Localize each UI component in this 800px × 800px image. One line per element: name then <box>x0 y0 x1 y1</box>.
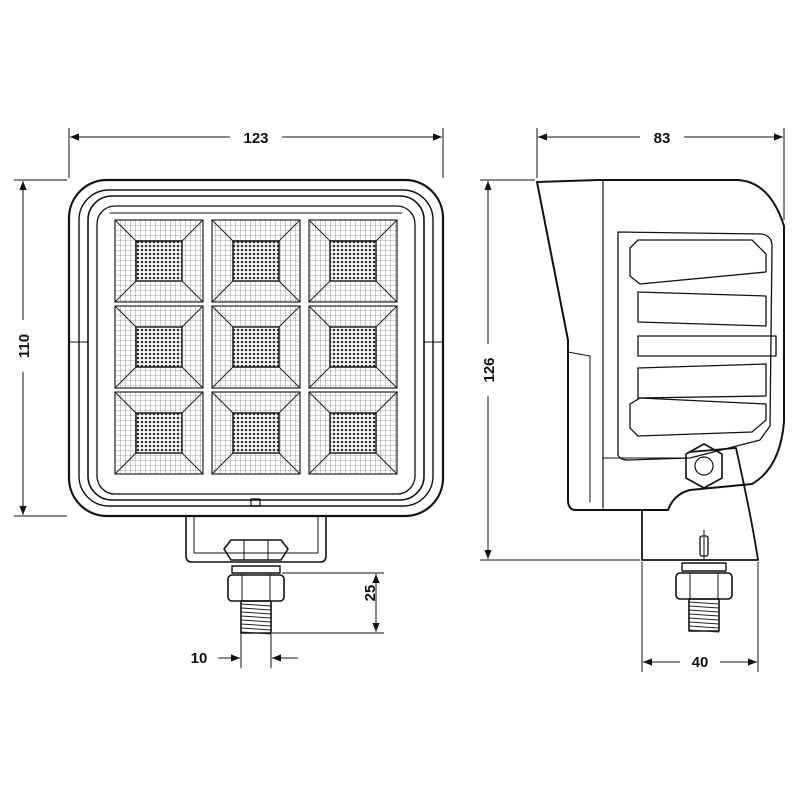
led-cell-9 <box>308 391 398 475</box>
led-grid <box>114 219 398 475</box>
dim-side-height: 126 <box>481 357 498 382</box>
side-pivot-nut <box>685 443 723 489</box>
side-fin-3 <box>637 335 777 357</box>
led-emitter <box>135 326 183 368</box>
led-cell-7 <box>114 391 204 475</box>
led-emitter <box>232 412 280 454</box>
dim-bolt-length: 25 <box>362 585 379 602</box>
dimensions: 123 110 83 126 25 10 40 <box>14 128 785 672</box>
led-cell-5 <box>211 305 301 389</box>
side-view <box>536 179 785 633</box>
led-emitter <box>329 412 377 454</box>
led-cell-2 <box>211 219 301 303</box>
side-bolt-thread <box>688 601 720 633</box>
side-fin-5 <box>629 397 767 437</box>
led-emitter <box>329 240 377 282</box>
dim-front-width: 123 <box>243 130 268 147</box>
led-emitter <box>232 240 280 282</box>
led-emitter <box>135 412 183 454</box>
led-cell-8 <box>211 391 301 475</box>
led-emitter <box>329 326 377 368</box>
front-bracket <box>185 515 327 563</box>
dim-front-height: 110 <box>16 334 33 358</box>
side-fin-1 <box>629 239 767 285</box>
front-lock-nut <box>227 574 285 602</box>
side-fin-2 <box>637 291 767 327</box>
led-cell-6 <box>308 305 398 389</box>
side-bracket <box>641 447 759 561</box>
side-fin-4 <box>637 363 767 399</box>
side-washer <box>681 562 727 572</box>
led-emitter <box>135 240 183 282</box>
dim-bolt-diameter: 10 <box>191 650 208 667</box>
front-view <box>67 178 445 635</box>
side-housing-outline <box>536 179 785 511</box>
front-status-indicator <box>250 498 261 507</box>
side-lock-nut <box>675 572 733 600</box>
dim-bracket-width: 40 <box>692 654 709 671</box>
front-bolt-thread <box>240 603 272 635</box>
front-lens <box>96 205 416 495</box>
front-housing-outer <box>67 178 445 518</box>
front-hex-nut <box>223 539 289 561</box>
front-mount <box>185 515 327 635</box>
front-washer <box>231 565 281 574</box>
dim-side-depth: 83 <box>654 130 671 147</box>
led-emitter <box>232 326 280 368</box>
side-fin-panel <box>617 231 773 461</box>
front-bezel <box>87 195 425 501</box>
led-cell-4 <box>114 305 204 389</box>
led-cell-3 <box>308 219 398 303</box>
led-cell-1 <box>114 219 204 303</box>
